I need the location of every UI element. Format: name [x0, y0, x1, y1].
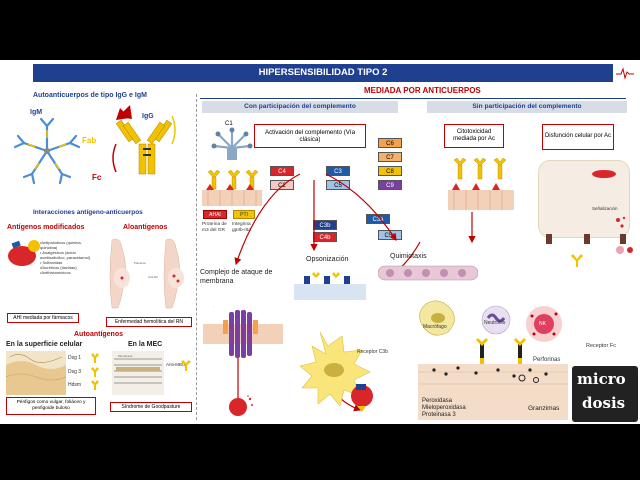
farmaco-item: •Antihistamínicos — [40, 270, 71, 275]
disfuncion-box: Disfunción celular por Ac — [542, 124, 614, 150]
farmacos-list: •Antipalúdicos (quinina, quinidina) • An… — [40, 240, 100, 275]
nk-label: NK — [539, 321, 546, 327]
farmaco-item: •Diuréticos (tiazidas) — [40, 265, 77, 270]
vessel-illustration — [378, 265, 478, 281]
igm-pentamer-icon — [13, 117, 81, 185]
sin-complemento-header: Sin participación del complemento — [427, 101, 627, 113]
farmaco-item: • Sulfamidas — [40, 260, 63, 265]
mec-title: En la MEC — [128, 341, 163, 348]
microdosis-logo: micro dosis — [572, 366, 638, 422]
signaling-cell-icon — [546, 170, 626, 244]
aloantigenos-title: Aloantígenos — [123, 224, 168, 231]
c1-complex-icon — [211, 127, 253, 160]
autoantigenos-title: Autoantígenos — [74, 331, 123, 338]
mac-illustration — [203, 306, 283, 358]
macrofago-label: Macrófago — [423, 324, 447, 330]
igg-label: IgG — [142, 113, 154, 120]
enzima-item: Mieloperoxidasa — [422, 404, 466, 411]
svg-text:Anti-Rh: Anti-Rh — [148, 275, 158, 279]
pregnancy-illustration: Placenta Anti-Rh — [109, 238, 184, 309]
receptor-c3b-label: Receptor C3b — [357, 349, 388, 355]
ahai-badge: AHAI — [203, 210, 227, 219]
enzimas-list: Peroxidasa Mieloperoxidasa Proteinasa 3 — [422, 398, 466, 419]
logo-line2: dosis — [582, 394, 626, 412]
page-title: HIPERSENSIBILIDAD TIPO 2 — [258, 67, 388, 78]
penfigos-label: Pénfigos como vulgar, foliáceo y penfigo… — [6, 397, 96, 415]
adcc-cell-surface-icon — [448, 157, 514, 210]
c4-pill: C4 — [270, 166, 294, 176]
adcc-arrow — [468, 212, 476, 244]
mediada-title: MEDIADA POR ANTICUERPOS — [364, 86, 481, 95]
macrofago-cell-icon — [419, 300, 455, 336]
vertical-divider — [196, 94, 197, 420]
integrina-label: Integrina gpIIb-IIIa — [232, 222, 251, 233]
fc-label: Fc — [92, 173, 102, 182]
receptor-fc-label: Receptor Fc — [586, 343, 616, 349]
nk-cell-icon — [526, 306, 562, 342]
perforinas-label: Perforinas — [533, 357, 561, 363]
target-cell-strip — [418, 364, 568, 420]
antigenos-modificados-title: Antígenos modificados — [7, 224, 85, 231]
dsg1-label: Dsg 1 — [68, 355, 82, 361]
signal-dots-icon — [616, 246, 633, 254]
c8-pill: C8 — [378, 166, 402, 176]
enfermedad-hemolitica-label: Enfermedad hemolítica del RN — [106, 317, 192, 327]
farmaco-item: • Analgésicos (ácido acetilsalicílico, p… — [40, 250, 91, 260]
logo-line1: micro — [577, 370, 626, 388]
goodpasture-label: Síndrome de Goodpasture — [110, 402, 192, 412]
citotoxicidad-box: Citotoxicidad mediada por Ac — [444, 124, 504, 148]
superficie-celular-title: En la superficie celular — [6, 341, 83, 348]
neutrofilo-label: Neutrófilo — [484, 320, 506, 326]
anti-mbg-antibody-icon — [181, 360, 191, 371]
mini-antibody-icons — [91, 353, 99, 390]
signaling-cell — [538, 160, 630, 238]
c9-pill: C9 — [378, 180, 402, 190]
farmaco-item: •Antipalúdicos (quinina, quinidina) — [40, 240, 82, 250]
dsg3-label: Dsg 3 — [68, 369, 82, 375]
quimiotaxis-label: Quimiotaxis — [390, 253, 427, 260]
enzima-item: Peroxidasa — [422, 398, 453, 404]
interacciones-title: Interacciones antígeno-anticuerpos — [33, 209, 143, 216]
con-complemento-header: Con participación del complemento — [202, 101, 398, 113]
skin-illustration — [6, 351, 66, 395]
mediada-underline — [200, 98, 626, 99]
neutrofilo-cell-icon — [481, 305, 511, 335]
ahi-farmacos-label: AHI mediada por fármacos — [7, 313, 79, 323]
opsonizacion-label: Opsonización — [306, 256, 349, 263]
enzima-item: Proteinasa 3 — [422, 411, 456, 418]
drug-rbc-icon — [8, 240, 40, 266]
c6-pill: C6 — [378, 138, 402, 148]
slide: HIPERSENSIBILIDAD TIPO 2 Autoanticuerpos… — [0, 60, 640, 424]
svg-text:Membrana: Membrana — [118, 354, 133, 358]
title-bar: HIPERSENSIBILIDAD TIPO 2 — [33, 64, 613, 82]
igm-label: IgM — [30, 109, 43, 116]
lysed-rbc-icon — [229, 395, 253, 416]
c3a-pill: C3a — [366, 214, 390, 224]
autoanticuerpos-title: Autoanticuerpos de tipo IgG e IgM — [33, 92, 147, 99]
granzimas-label: Granzimas — [528, 405, 560, 412]
mbg-illustration: Membrana — [112, 351, 164, 395]
c3-pill: C3 — [326, 166, 350, 176]
fc-receptor-antibodies-icon — [476, 338, 526, 364]
cell-surface-antibodies-icon — [202, 169, 262, 206]
fab-label: Fab — [82, 136, 97, 145]
hdsm-label: Hdsm — [68, 382, 82, 388]
svg-text:Placenta: Placenta — [134, 261, 146, 265]
pti-badge: PTI — [233, 210, 255, 219]
ekg-icon — [616, 66, 634, 80]
anti-mbg-label: Anti-MBG — [166, 362, 186, 367]
c1-label: C1 — [225, 121, 233, 127]
c7-pill: C7 — [378, 152, 402, 162]
activacion-complemento-box: Activación del complemento (Vía clásica) — [254, 124, 366, 148]
red-triangle-antigen-icon — [118, 105, 132, 119]
senalizacion-label: Señalización — [592, 206, 618, 211]
macrophage-opsonization-icon — [299, 331, 373, 412]
complejo-ataque-label: Complejo de ataque de membrana — [200, 269, 273, 285]
proteina-gr-label: Proteína de m3 del GR — [202, 222, 227, 233]
igg-antibody-icon — [112, 108, 176, 175]
opsonization-illustration — [294, 272, 366, 300]
signal-antibody-icon — [571, 254, 583, 267]
